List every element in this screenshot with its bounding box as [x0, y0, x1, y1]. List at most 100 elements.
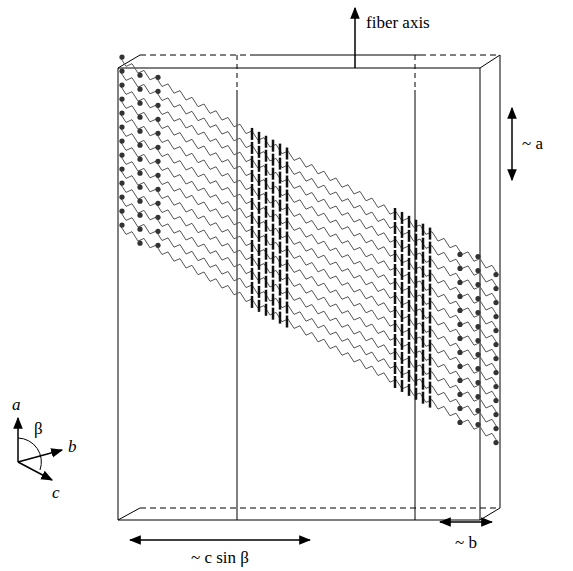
stripe: [429, 284, 432, 296]
atom-dot: [155, 243, 160, 248]
stripe: [401, 240, 404, 252]
stripe: [272, 252, 275, 264]
stripe: [429, 368, 432, 380]
stripe: [401, 268, 404, 280]
stripe: [429, 354, 432, 366]
atom-dot: [493, 440, 498, 445]
atom-dot: [137, 101, 142, 106]
stripe: [415, 346, 418, 358]
stripe: [401, 212, 404, 224]
stripe: [422, 322, 425, 334]
stripe: [429, 312, 432, 324]
atom-dot: [119, 195, 124, 200]
stripe: [401, 366, 404, 378]
chain: [120, 99, 498, 317]
stripe: [279, 228, 282, 240]
chain: [120, 141, 498, 359]
stripe: [265, 136, 268, 148]
stripe: [415, 332, 418, 344]
stripe: [422, 238, 425, 250]
atom-dot: [119, 139, 124, 144]
stripe: [401, 352, 404, 364]
stripe: [265, 290, 268, 302]
stripe: [251, 212, 254, 224]
atom-dot: [137, 227, 142, 232]
stripe: [279, 312, 282, 324]
stripe: [272, 308, 275, 320]
stripe: [251, 240, 254, 252]
stripe: [258, 188, 261, 200]
stripe: [429, 256, 432, 268]
atom-dot: [155, 89, 160, 94]
atom-dot: [119, 167, 124, 172]
stripe: [272, 196, 275, 208]
stripe: [286, 260, 289, 272]
stripe: [401, 282, 404, 294]
stripe: [394, 306, 397, 318]
atom-dot: [457, 336, 462, 341]
stripe: [279, 144, 282, 156]
stripe: [429, 298, 432, 310]
stripe: [272, 182, 275, 194]
chain: [120, 183, 498, 401]
stripe: [265, 206, 268, 218]
atom-dot: [137, 213, 142, 218]
stripe: [251, 268, 254, 280]
stripe: [401, 338, 404, 350]
atom-dot: [493, 314, 498, 319]
stripe: [286, 176, 289, 188]
stripe: [394, 264, 397, 276]
atom-dot: [137, 171, 142, 176]
atom-dot: [119, 153, 124, 158]
atom-dot: [475, 282, 480, 287]
stripe: [272, 224, 275, 236]
atom-dot: [119, 55, 124, 60]
stripe: [258, 244, 261, 256]
stripe: [251, 156, 254, 168]
atom-dot: [119, 209, 124, 214]
stripe: [258, 132, 261, 144]
angle-label: β: [34, 420, 43, 437]
stripe: [251, 254, 254, 266]
atom-dot: [493, 370, 498, 375]
atom-dot: [475, 394, 480, 399]
stripe: [251, 184, 254, 196]
stripe: [415, 374, 418, 386]
stripe: [272, 154, 275, 166]
stripe: [429, 340, 432, 352]
atom-dot: [457, 392, 462, 397]
stripe: [408, 244, 411, 256]
stripe: [422, 224, 425, 236]
stripe: [279, 200, 282, 212]
stripe: [422, 252, 425, 264]
atom-dot: [137, 241, 142, 246]
stripe: [429, 228, 432, 240]
stripe: [272, 280, 275, 292]
stripe: [394, 320, 397, 332]
stripe: [422, 378, 425, 390]
stripe: [258, 272, 261, 284]
dimension-label: ~ c sin β: [191, 549, 249, 566]
stripe: [258, 174, 261, 186]
stripe: [251, 170, 254, 182]
stripe: [251, 296, 254, 308]
axis-letter: b: [68, 438, 77, 455]
stripe: [258, 216, 261, 228]
atom-dot: [155, 159, 160, 164]
stripe: [251, 226, 254, 238]
stripe: [415, 234, 418, 246]
stripe: [279, 172, 282, 184]
stripe: [394, 334, 397, 346]
atom-dot: [137, 129, 142, 134]
atom-dot: [457, 252, 462, 257]
unit-cell-box: [118, 55, 500, 520]
stripe: [415, 276, 418, 288]
stripe: [422, 266, 425, 278]
atom-dot: [457, 280, 462, 285]
atom-dot: [493, 356, 498, 361]
atom-dot: [493, 272, 498, 277]
atom-dot: [119, 223, 124, 228]
stripe: [401, 310, 404, 322]
atom-dot: [155, 173, 160, 178]
stripe: [265, 262, 268, 274]
